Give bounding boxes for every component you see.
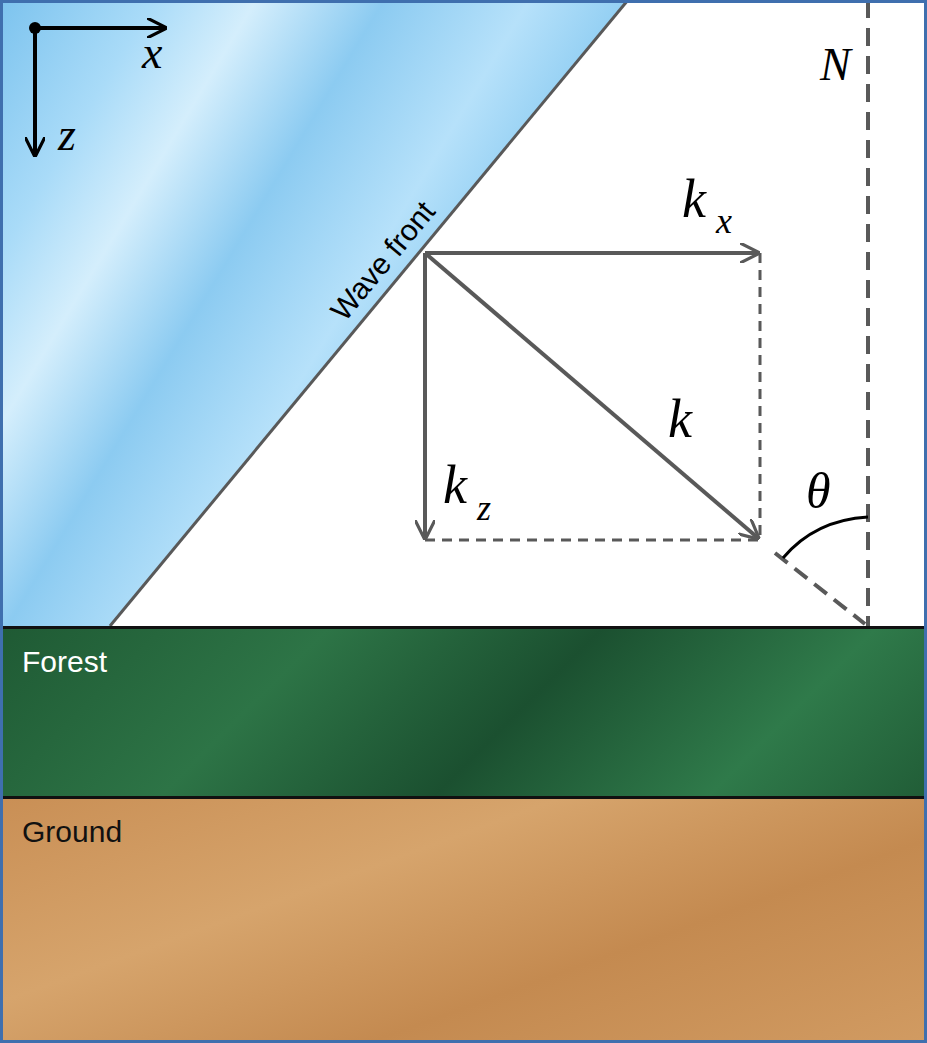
forest-band: Forest — [0, 626, 927, 796]
band-label: Ground — [22, 815, 905, 850]
vector-subscript: z — [477, 490, 491, 526]
k-extension-line — [775, 553, 865, 624]
vector-label: k — [668, 392, 692, 446]
axis-label: x — [142, 30, 162, 76]
vector-subscript: x — [716, 203, 732, 239]
normal-label: N — [820, 42, 851, 88]
projection-line — [425, 539, 760, 542]
z-axis-arrow — [33, 28, 37, 155]
wave-region — [0, 0, 628, 626]
normal-line — [866, 0, 870, 626]
projection-line — [759, 253, 762, 540]
ground-band: Ground — [0, 796, 927, 1043]
band-label: Forest — [22, 645, 905, 680]
angle-arc — [783, 517, 868, 558]
wave-front-line — [110, 0, 628, 626]
vector-label: k — [443, 458, 467, 512]
angle-label: θ — [806, 466, 831, 516]
k-vector — [425, 253, 758, 538]
axis-label: z — [58, 112, 76, 158]
kz-vector — [423, 253, 427, 538]
vector-label: k — [682, 172, 706, 226]
kx-vector — [425, 251, 758, 255]
